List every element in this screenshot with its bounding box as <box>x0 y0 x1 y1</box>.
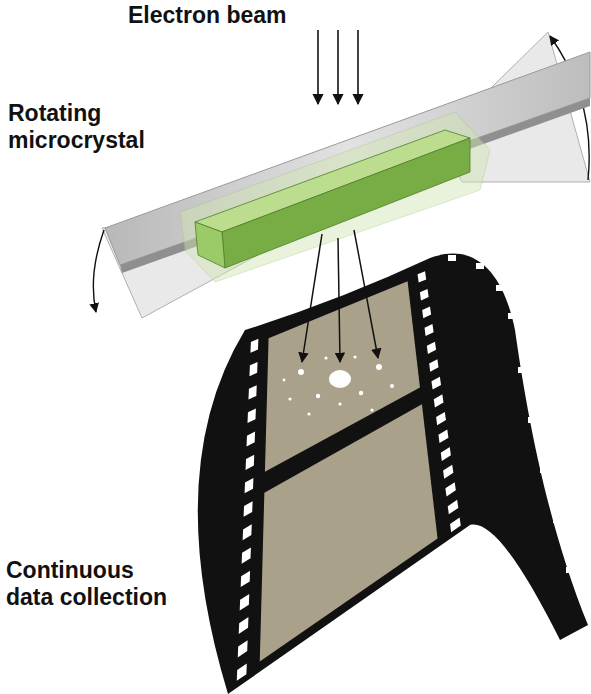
sprocket-hole <box>431 377 441 390</box>
diffracted-arrow <box>338 238 340 362</box>
beam-arrow <box>337 30 339 104</box>
diffraction-spot <box>316 394 320 398</box>
sprocket-hole <box>245 478 254 493</box>
rotation-fan <box>102 32 590 318</box>
diffraction-spot <box>338 402 341 405</box>
sprocket-hole <box>427 342 436 354</box>
crystal-front <box>222 138 470 268</box>
sprocket-hole <box>239 617 249 634</box>
diffraction-spot <box>307 412 310 415</box>
diffraction-spot <box>329 370 351 388</box>
sprocket-hole <box>242 548 251 564</box>
label: Electron beam <box>128 2 287 29</box>
rotation-arcs <box>93 36 589 312</box>
sprocket-hole <box>496 285 504 291</box>
sprocket-hole <box>237 663 247 680</box>
sprocket-hole <box>247 408 255 423</box>
sprocket-hole <box>246 455 255 470</box>
sprocket-hole <box>566 567 574 573</box>
sprocket-hole <box>528 417 536 423</box>
sprocket-hole <box>518 367 526 373</box>
sprocket-hole <box>508 313 516 319</box>
sprocket-hole <box>250 339 258 353</box>
film-frame <box>260 404 438 661</box>
diffraction-spot <box>390 384 394 388</box>
sprocket-hole <box>441 447 451 461</box>
sprocket-hole <box>438 430 448 444</box>
diffraction-spot <box>324 356 327 359</box>
diffracted-arrow <box>302 234 322 362</box>
rotation-arc <box>93 230 104 312</box>
sprocket-hole <box>422 306 431 318</box>
label: Continuous data collection <box>6 557 176 611</box>
sprocket-hole <box>418 271 427 282</box>
sprocket-hole <box>247 432 256 447</box>
sprocket-hole <box>445 482 455 496</box>
sprocket-hole <box>448 500 459 515</box>
sprocket-hole <box>434 394 444 407</box>
diffracted-beams <box>302 230 378 362</box>
diffraction-spot <box>288 397 291 400</box>
diffracted-arrow <box>354 230 378 358</box>
crystal-end <box>195 222 225 268</box>
diffraction-spot <box>283 379 286 382</box>
sprocket-hole <box>249 362 257 376</box>
diffraction-spot <box>359 391 363 395</box>
sprocket-hole <box>450 517 461 532</box>
diffraction-spot <box>376 364 382 370</box>
label: Rotating microcrystal <box>8 100 158 154</box>
sprocket-hole <box>240 594 250 611</box>
sprocket-hole <box>476 263 484 269</box>
sprocket-hole <box>248 385 256 399</box>
film-strip <box>198 254 588 694</box>
sprocket-hole <box>540 467 548 473</box>
sprocket-hole <box>238 640 248 657</box>
beam-arrow <box>317 30 319 104</box>
sprocket-hole <box>553 517 561 523</box>
sprocket-hole <box>244 501 253 517</box>
diffraction-spot <box>370 408 373 411</box>
sprocket-hole <box>443 465 453 479</box>
diffraction-spot <box>298 369 304 375</box>
sprocket-hole <box>420 289 429 301</box>
sprocket-hole <box>448 255 456 261</box>
diffraction-spot <box>353 355 356 358</box>
sprocket-hole <box>241 571 250 587</box>
beam-arrow <box>357 30 359 104</box>
sprocket-hole <box>436 412 446 425</box>
sprocket-hole <box>429 359 438 372</box>
film-body <box>198 254 588 694</box>
microcrystal <box>195 130 470 268</box>
sprocket-hole <box>243 524 252 540</box>
sprocket-hole <box>425 324 434 336</box>
electron-beam-arrows <box>318 30 358 104</box>
